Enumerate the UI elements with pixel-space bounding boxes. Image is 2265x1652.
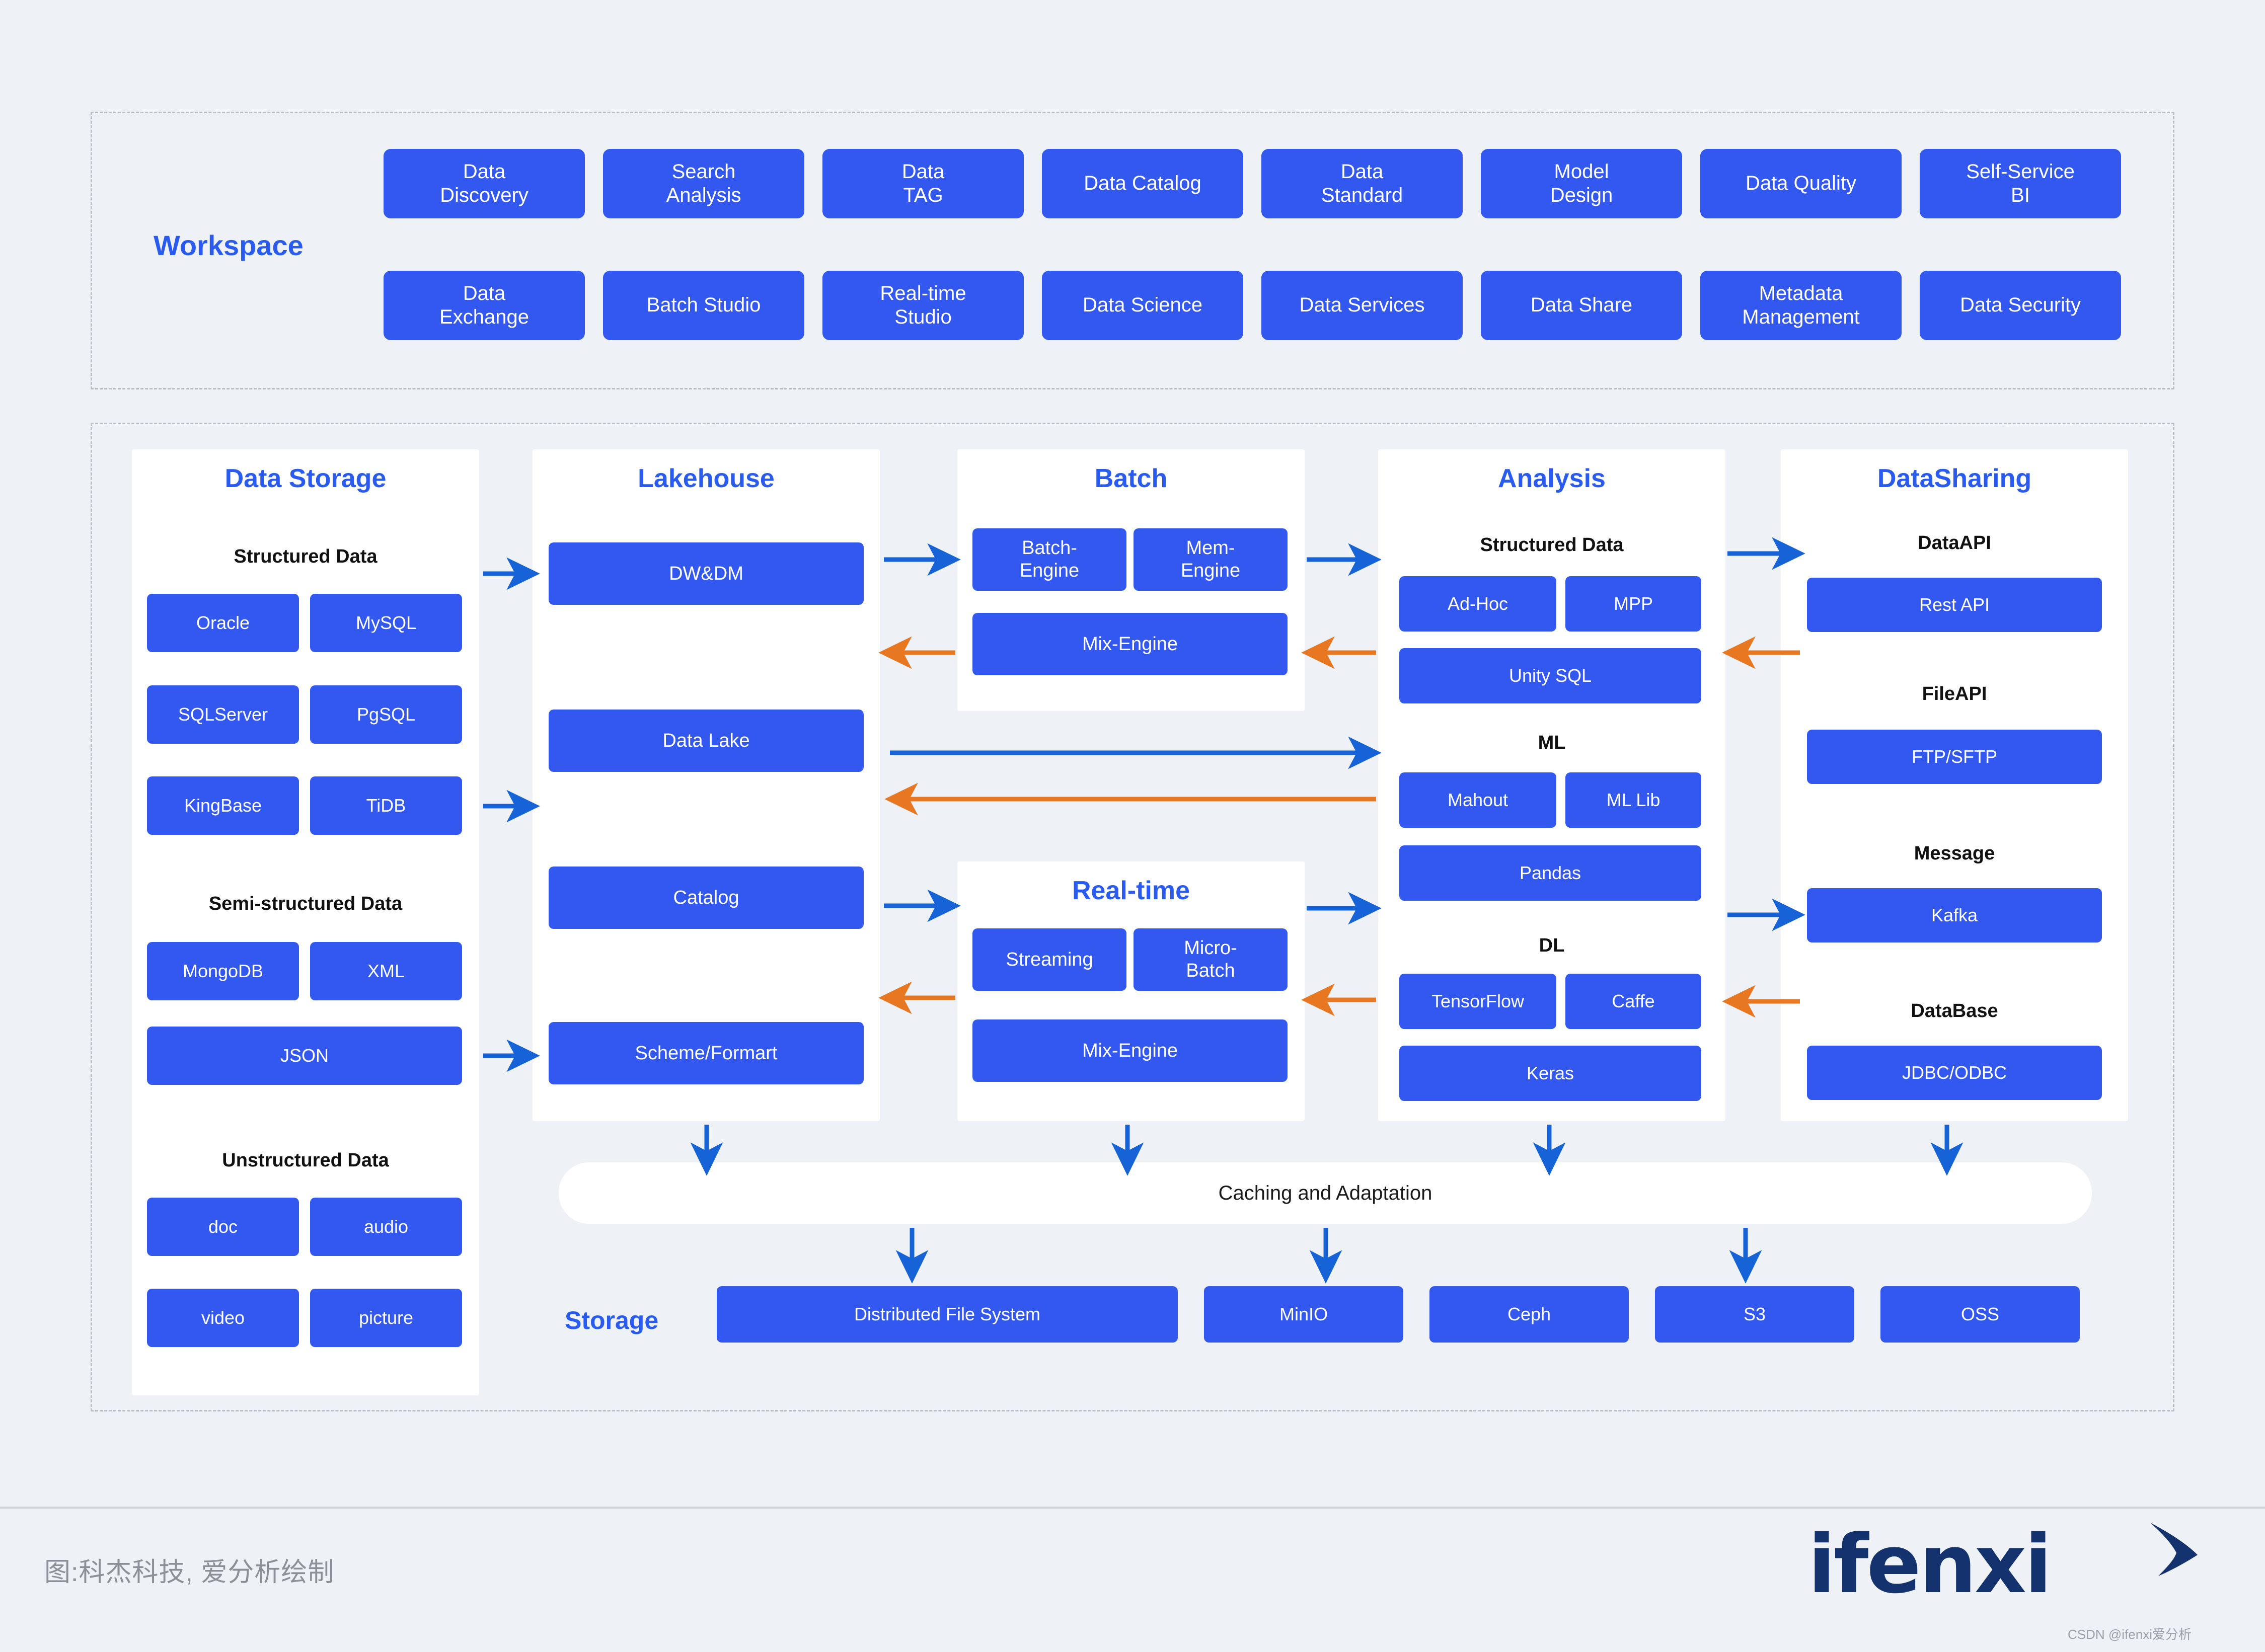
tile-picture[interactable]: picture [310,1289,462,1347]
panel-datasharing: DataSharing [1781,449,2128,1121]
workspace-label: Workspace [154,229,304,261]
fileapi-label: FileAPI [1922,683,1987,704]
workspace-tile[interactable]: Data Discovery [384,149,585,218]
tile-mahout[interactable]: Mahout [1399,772,1556,828]
analysis-dl-label: DL [1539,935,1565,956]
tile-realtime-mix-engine[interactable]: Mix-Engine [972,1019,1288,1082]
panel-realtime: Real-time [957,861,1305,1121]
realtime-title: Real-time [1072,876,1190,905]
tile-pgsql[interactable]: PgSQL [310,685,462,744]
storage-label: Storage [565,1306,659,1334]
tile-ml-lib[interactable]: ML Lib [1565,772,1701,828]
footer-divider [0,1507,2265,1509]
workspace-tile[interactable]: Self-Service BI [1920,149,2121,218]
workspace-tile[interactable]: Data Science [1042,271,1243,340]
tile-streaming[interactable]: Streaming [972,928,1126,991]
workspace-tile[interactable]: Data Services [1261,271,1463,340]
footer-caption: 图:科杰科技, 爱分析绘制 [44,1558,335,1587]
tile-ftp-sftp[interactable]: FTP/SFTP [1807,730,2102,784]
dataapi-label: DataAPI [1918,532,1991,554]
analysis-title: Analysis [1498,464,1606,493]
tile-tidb[interactable]: TiDB [310,776,462,835]
tile-mongodb[interactable]: MongoDB [147,942,299,1000]
tile-ceph[interactable]: Ceph [1429,1286,1629,1343]
tile-minio[interactable]: MinIO [1204,1286,1403,1343]
tile-json[interactable]: JSON [147,1027,462,1085]
workspace-tile[interactable]: Real-time Studio [822,271,1024,340]
tile-tensorflow[interactable]: TensorFlow [1399,974,1556,1029]
datasharing-title: DataSharing [1877,464,2032,493]
analysis-ml-label: ML [1538,732,1566,753]
tile-kingbase[interactable]: KingBase [147,776,299,835]
tile-unity-sql[interactable]: Unity SQL [1399,648,1701,703]
tile-s3[interactable]: S3 [1655,1286,1854,1343]
workspace-tile[interactable]: Data TAG [822,149,1024,218]
tile-mem-engine[interactable]: Mem- Engine [1134,528,1288,591]
message-label: Message [1914,843,1995,864]
ifenxi-logo-text: ifenxi [1808,1517,2052,1611]
tile-data-lake[interactable]: Data Lake [549,710,864,772]
unstructured-data-label: Unstructured Data [222,1150,389,1171]
tile-oss[interactable]: OSS [1880,1286,2080,1343]
tile-batch-engine[interactable]: Batch- Engine [972,528,1126,591]
workspace-tile[interactable]: Data Share [1481,271,1682,340]
tile-pandas[interactable]: Pandas [1399,845,1701,901]
database-label: DataBase [1911,1000,1998,1021]
tile-oracle[interactable]: Oracle [147,594,299,652]
tile-kafka[interactable]: Kafka [1807,888,2102,942]
tile-video[interactable]: video [147,1289,299,1347]
tile-catalog[interactable]: Catalog [549,867,864,929]
workspace-tile[interactable]: Data Catalog [1042,149,1243,218]
workspace-tile[interactable]: Data Standard [1261,149,1463,218]
caching-and-adaptation-bar: Caching and Adaptation [559,1162,2092,1224]
tile-caffe[interactable]: Caffe [1565,974,1701,1029]
tile-jdbc-odbc[interactable]: JDBC/ODBC [1807,1046,2102,1100]
tile-sqlserver[interactable]: SQLServer [147,685,299,744]
tile-ad-hoc[interactable]: Ad-Hoc [1399,576,1556,632]
tile-rest-api[interactable]: Rest API [1807,578,2102,632]
tile-doc[interactable]: doc [147,1198,299,1256]
tile-scheme-formart[interactable]: Scheme/Formart [549,1022,864,1084]
workspace-tile[interactable]: Model Design [1481,149,1682,218]
batch-title: Batch [1094,464,1168,493]
ifenxi-swoosh-icon [2150,1523,2198,1576]
tile-mysql[interactable]: MySQL [310,594,462,652]
tile-keras[interactable]: Keras [1399,1046,1701,1101]
tile-micro-batch[interactable]: Micro- Batch [1134,928,1288,991]
data-storage-title: Data Storage [224,464,387,493]
tile-mpp[interactable]: MPP [1565,576,1701,632]
tile-distributed-file-system[interactable]: Distributed File System [717,1286,1178,1343]
workspace-tile[interactable]: Data Quality [1700,149,1902,218]
tile-batch-mix-engine[interactable]: Mix-Engine [972,613,1288,675]
workspace-tile[interactable]: Metadata Management [1700,271,1902,340]
workspace-tile[interactable]: Data Exchange [384,271,585,340]
workspace-tile[interactable]: Search Analysis [603,149,804,218]
workspace-frame [91,112,2174,389]
tile-audio[interactable]: audio [310,1198,462,1256]
csdn-watermark: CSDN @ifenxi爱分析 [2068,1627,2192,1642]
semi-structured-data-label: Semi-structured Data [208,893,403,914]
lakehouse-title: Lakehouse [638,464,775,493]
tile-xml[interactable]: XML [310,942,462,1000]
structured-data-label: Structured Data [234,546,378,567]
workspace-tile[interactable]: Data Security [1920,271,2121,340]
analysis-structured-data-label: Structured Data [1480,534,1624,556]
workspace-tile[interactable]: Batch Studio [603,271,804,340]
platform-frame [91,423,2174,1411]
tile-dw-dm[interactable]: DW&DM [549,542,864,605]
